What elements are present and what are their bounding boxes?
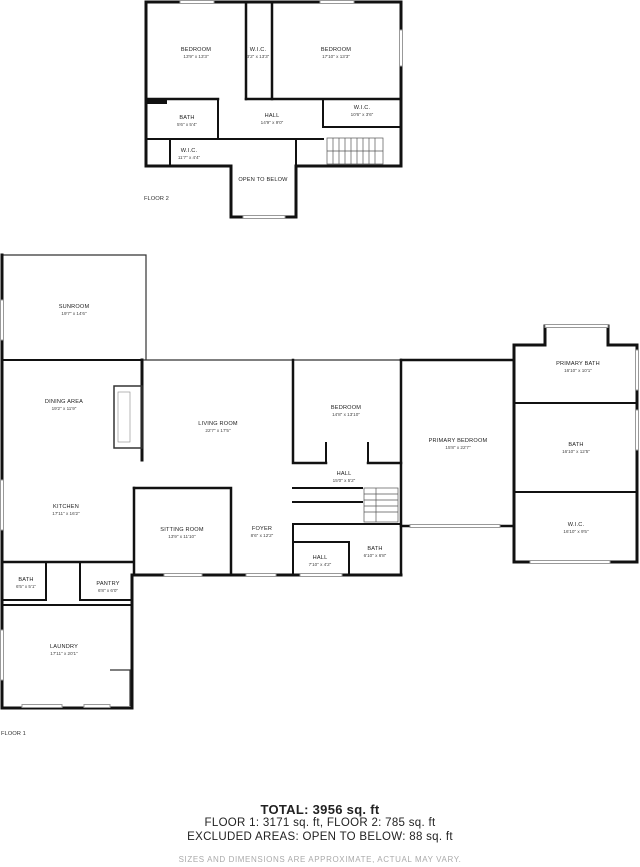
window	[319, 0, 355, 4]
room-name: KITCHEN	[53, 504, 79, 510]
room-dims: 16'10" x 12'5"	[562, 449, 590, 454]
window	[399, 29, 403, 67]
room-dims: 7'10" x 4'2"	[309, 562, 332, 567]
disclaimer: SIZES AND DIMENSIONS ARE APPROXIMATE, AC…	[178, 855, 462, 864]
floor-2-label: FLOOR 2	[144, 196, 169, 202]
room-dims: 13'9" x 11'10"	[168, 534, 196, 539]
window	[242, 215, 286, 219]
floor-2-stairs	[326, 137, 384, 165]
room-dims: 6'10" x 6'8"	[364, 553, 387, 558]
room-dims: 19'7" x 14'6"	[61, 311, 87, 316]
room-name: BATH	[367, 546, 382, 552]
room-name: BEDROOM	[331, 405, 361, 411]
room-dims: 15'0" x 5'2"	[333, 478, 356, 483]
room-name: BATH	[18, 577, 33, 583]
floor-1-label: FLOOR 1	[1, 731, 26, 737]
room-dims: 17'11" x 20'1"	[50, 651, 78, 656]
room-name: DINING AREA	[45, 399, 83, 405]
room-name: OPEN TO BELOW	[238, 177, 288, 183]
room-name: W.I.C.	[181, 148, 198, 154]
room-dims: 17'11" x 16'2"	[52, 511, 80, 516]
room-name: BATH	[568, 442, 583, 448]
floor-1-windows	[0, 299, 639, 708]
room-dims: 11'7" x 4'4"	[178, 155, 201, 160]
room-dims: 22'7" x 17'5"	[205, 428, 231, 433]
room-dims: 16'10" x 9'5"	[563, 529, 589, 534]
room-name: SITTING ROOM	[160, 527, 204, 533]
room-name: BEDROOM	[321, 47, 351, 53]
room-name: BATH	[179, 115, 194, 121]
room-name: PANTRY	[96, 581, 119, 587]
room-dims: 17'10" x 13'3"	[322, 54, 350, 59]
room-dims: 13'9" x 13'3"	[183, 54, 209, 59]
room-dims: 6'8" x 6'0"	[98, 588, 118, 593]
room-dims: 14'8" x 13'10"	[332, 412, 360, 417]
room-name: HALL	[313, 555, 328, 561]
room-dims: 3'2" x 13'3"	[247, 54, 270, 59]
room-dims: 19'2" x 11'9"	[52, 406, 77, 411]
total-area: TOTAL: 3956 sq. ft	[260, 802, 380, 817]
excluded-areas: EXCLUDED AREAS: OPEN TO BELOW: 88 sq. ft	[187, 831, 453, 843]
room-dims: 14'9" x 9'0"	[261, 120, 284, 125]
floor-2-labels: BEDROOM 13'9" x 13'3" W.I.C. 3'2" x 13'3…	[144, 47, 374, 202]
room-name: LIVING ROOM	[198, 421, 238, 427]
room-name: FOYER	[252, 526, 272, 532]
room-dims: 10'6" x 3'6"	[351, 112, 374, 117]
room-dims: 6'5" x 5'1"	[16, 584, 36, 589]
floor-1-stairs	[363, 487, 399, 523]
room-dims: 8'6" x 12'2"	[251, 533, 274, 538]
floor-1-walls	[0, 253, 639, 710]
room-name: HALL	[265, 113, 280, 119]
room-dims: 15'8" x 22'7"	[445, 445, 471, 450]
room-name: W.I.C.	[568, 522, 585, 528]
room-name: PRIMARY BEDROOM	[429, 438, 488, 444]
floor-areas: FLOOR 1: 3171 sq. ft, FLOOR 2: 785 sq. f…	[204, 817, 436, 829]
room-name: SUNROOM	[59, 304, 90, 310]
room-dims: 5'6" x 5'4"	[177, 122, 197, 127]
window	[179, 0, 215, 4]
room-name: W.I.C.	[354, 105, 371, 111]
room-name: W.I.C.	[250, 47, 267, 53]
room-name: HALL	[337, 471, 352, 477]
room-name: BEDROOM	[181, 47, 211, 53]
room-name: LAUNDRY	[50, 644, 78, 650]
room-dims: 16'10" x 10'1"	[564, 368, 592, 373]
floor-2-stack	[147, 99, 167, 104]
room-name: PRIMARY BATH	[556, 361, 600, 367]
floor-1-labels: SUNROOM 19'7" x 14'6" DINING AREA 19'2" …	[1, 304, 600, 737]
